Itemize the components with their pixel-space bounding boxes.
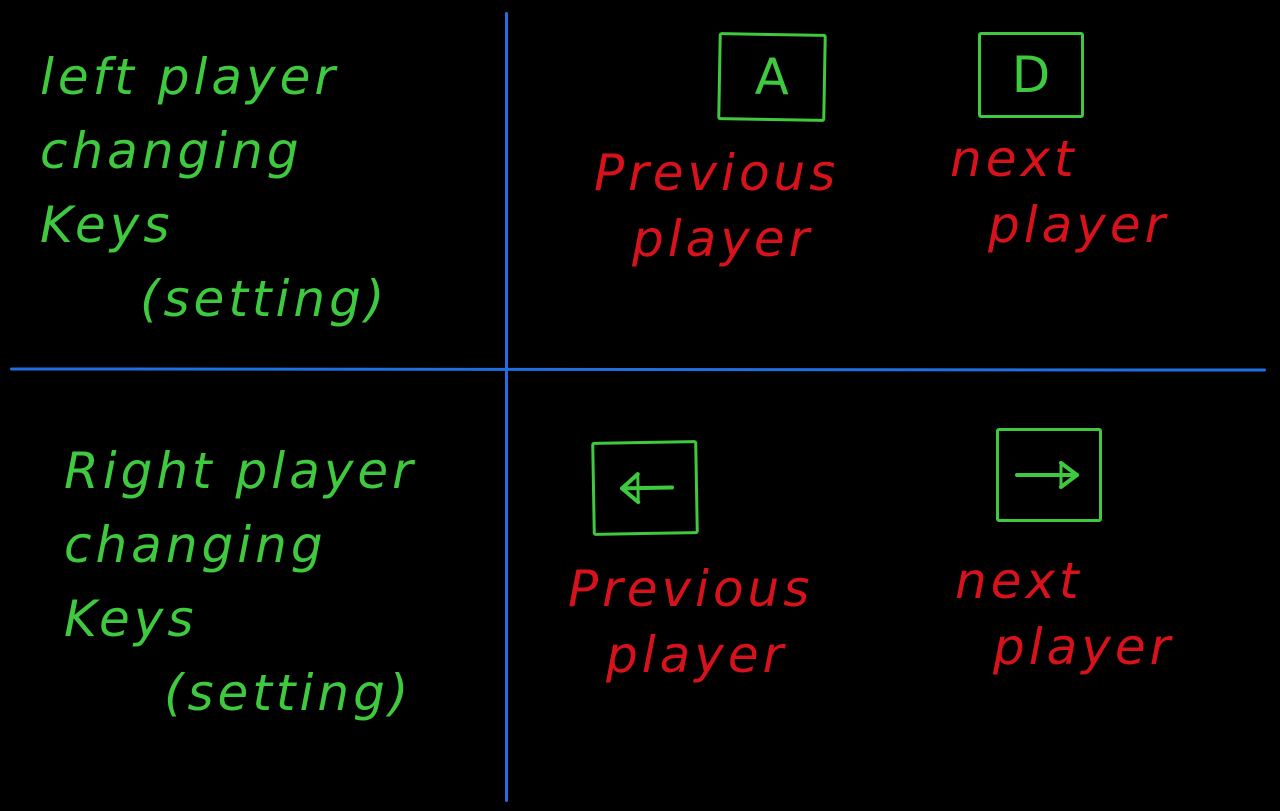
key-right-arrow-action: next player [955,548,1174,680]
key-right-action-line-1: next [955,552,1083,610]
vertical-divider [505,12,508,802]
left-desc-line-3: Keys [40,196,174,254]
left-desc-line-1: left player [40,48,339,106]
right-player-description: Right player changing Keys (setting) [64,434,417,730]
key-left-action-line-1: Previous [568,560,814,618]
key-d-action: next player [950,126,1169,258]
arrow-left-icon [620,472,674,505]
arrow-right-icon [1015,461,1079,489]
key-left-action-line-2: player [606,626,788,684]
right-desc-line-4: (setting) [164,664,413,722]
key-a-box: A [717,32,827,122]
right-desc-line-2: changing [64,516,327,574]
key-right-arrow-box [996,428,1102,522]
horizontal-divider [9,367,1267,372]
key-d-label: D [1011,46,1051,104]
key-a-action-line-1: Previous [594,144,840,202]
key-a-action-line-2: player [632,210,814,268]
key-a-label: A [754,47,790,107]
key-d-action-line-1: next [950,130,1078,188]
key-left-arrow-action: Previous player [568,556,813,688]
key-right-action-line-2: player [993,618,1175,676]
left-player-description: left player changing Keys (setting) [40,40,388,336]
key-d-action-line-2: player [988,196,1170,254]
right-desc-line-3: Keys [64,590,198,648]
key-a-action: Previous player [594,140,839,272]
key-d-box: D [978,32,1084,118]
right-desc-line-1: Right player [64,442,417,500]
left-desc-line-4: (setting) [140,270,389,328]
key-left-arrow-box [591,440,699,536]
left-desc-line-2: changing [40,122,303,180]
